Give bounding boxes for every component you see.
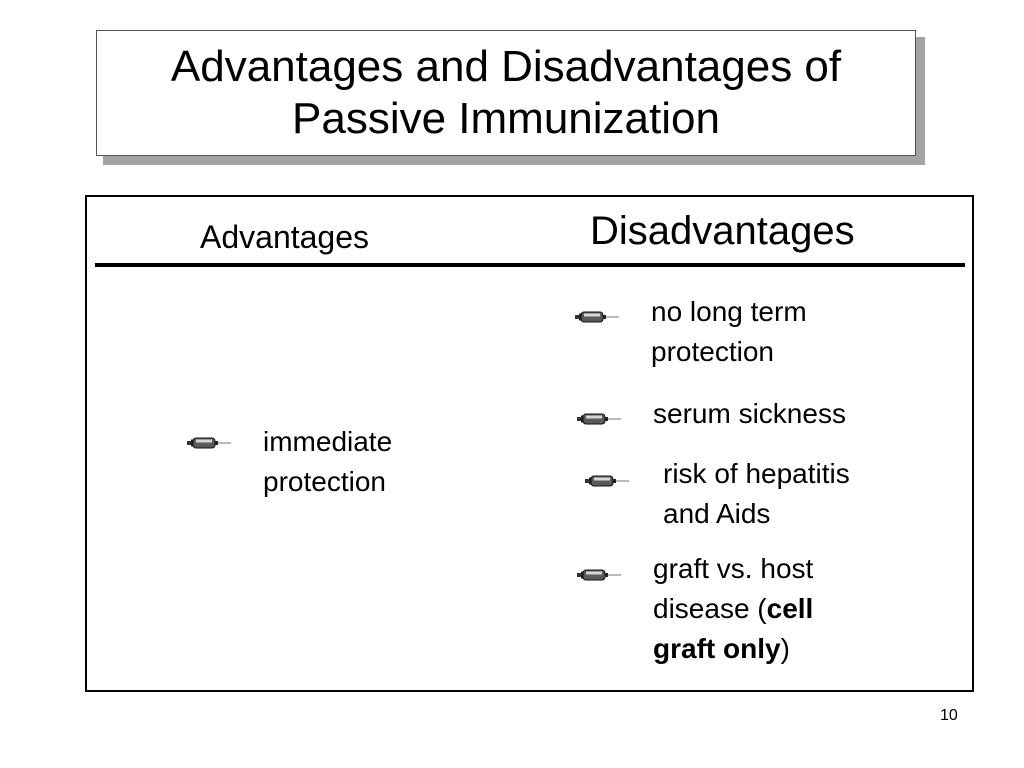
page-number: 10 (940, 707, 958, 724)
syringe-icon (577, 412, 621, 426)
slide-title-line-2: Passive Immunization (292, 94, 720, 143)
disadvantages-heading: Disadvantages (590, 209, 855, 253)
comparison-table: Advantages Disadvantages immediate prote… (85, 195, 974, 692)
syringe-icon (585, 474, 629, 488)
syringe-icon (187, 436, 231, 450)
syringe-icon (575, 310, 619, 324)
disadvantage-item: no long term protection (575, 292, 807, 372)
disadvantage-item: risk of hepatitis and Aids (585, 454, 850, 534)
slide-title-line-1: Advantages and Disadvantages of (170, 42, 842, 91)
advantage-item: immediate protection (187, 422, 392, 502)
disadvantage-text: serum sickness (653, 398, 846, 429)
disadvantage-item: serum sickness (577, 394, 846, 434)
header-divider (95, 263, 965, 267)
disadvantage-text: risk of hepatitis and Aids (663, 458, 850, 529)
disadvantage-text: no long term protection (651, 296, 807, 367)
disadvantage-text: graft vs. host disease (cell graft only) (653, 553, 814, 664)
advantages-heading: Advantages (200, 219, 370, 255)
slide-title-box: Advantages and Disadvantages of Passive … (96, 30, 916, 156)
disadvantage-item: graft vs. host disease (cell graft only) (577, 549, 813, 669)
syringe-icon (577, 568, 621, 582)
advantage-text: immediate protection (263, 426, 393, 497)
